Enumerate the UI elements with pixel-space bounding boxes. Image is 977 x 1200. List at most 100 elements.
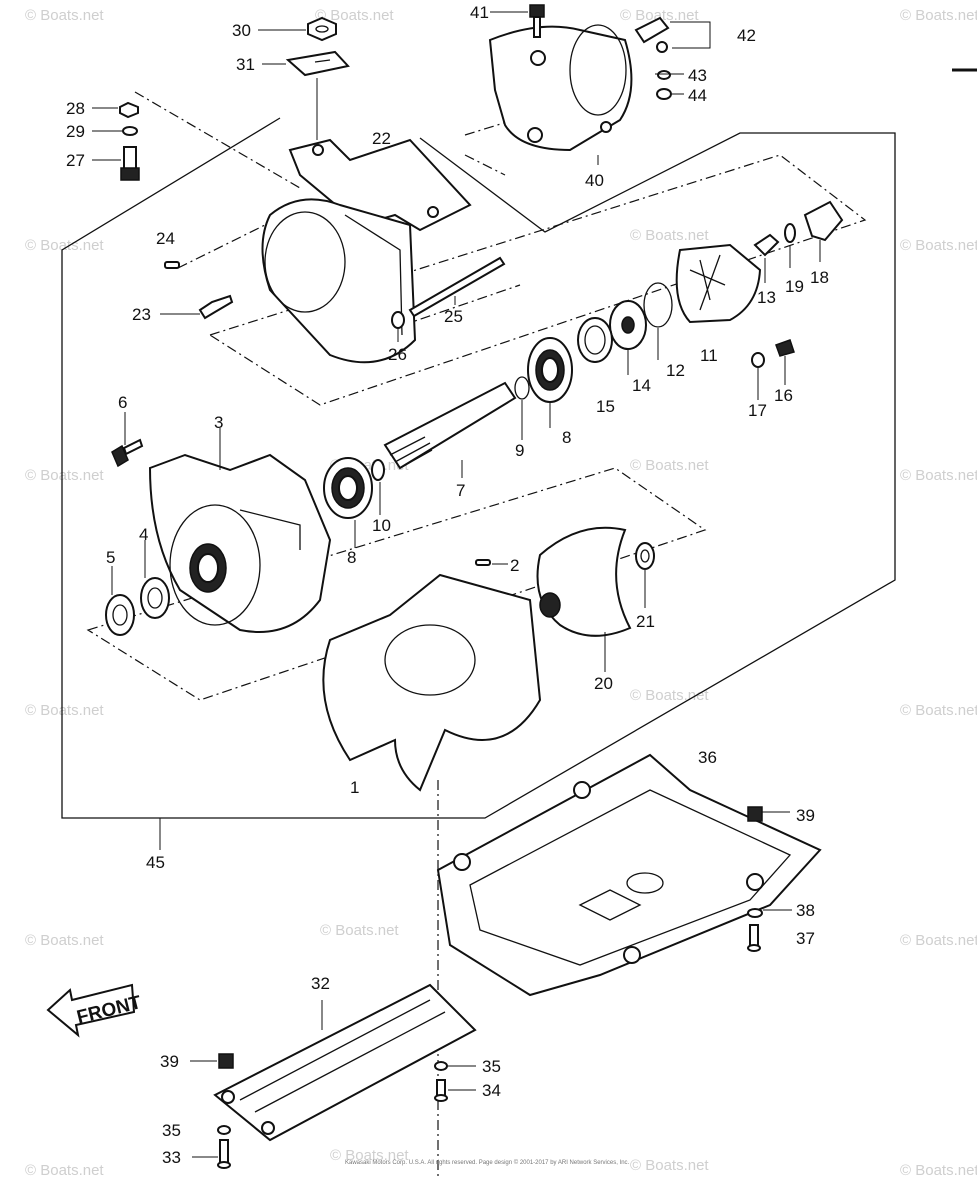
- impeller-assembly-outline: [86, 467, 707, 701]
- part-41-bolt: [529, 4, 545, 38]
- part-label-33: 33: [162, 1148, 181, 1167]
- part-label-16: 16: [774, 386, 793, 405]
- pin-leader: [177, 224, 266, 269]
- part-3-pump-housing: [148, 453, 332, 633]
- part-20-impeller: [536, 526, 632, 637]
- part-label-39-upper: 39: [796, 806, 815, 825]
- part-label-27: 27: [66, 151, 85, 170]
- part-18-cap: [803, 200, 844, 242]
- part-label-8a: 8: [562, 428, 571, 447]
- part-label-23: 23: [132, 305, 151, 324]
- watermark: © Boats.net: [630, 687, 709, 704]
- part-17-washer: [751, 352, 765, 368]
- part-26-washer: [391, 311, 405, 329]
- watermark: © Boats.net: [900, 7, 977, 24]
- bracket-leader: [134, 91, 301, 189]
- part-21-washer: [635, 542, 655, 570]
- watermark: © Boats.net: [900, 932, 977, 949]
- part-label-28: 28: [66, 99, 85, 118]
- part-9-oring: [514, 376, 530, 400]
- part-35-washer-lower: [217, 1125, 231, 1135]
- part-label-40: 40: [585, 171, 604, 190]
- part-label-15: 15: [596, 397, 615, 416]
- part-33-bolt: [217, 1139, 231, 1169]
- part-8-bearing-upper: [527, 337, 573, 403]
- part-label-6: 6: [118, 393, 127, 412]
- bracket-leader: [344, 284, 521, 346]
- group-45-boundary: [61, 117, 896, 819]
- watermark: © Boats.net: [320, 922, 399, 939]
- watermark: © Boats.net: [900, 467, 977, 484]
- watermark: © Boats.net: [25, 1162, 104, 1179]
- part-label-12: 12: [666, 361, 685, 380]
- part-label-35-upper: 35: [482, 1057, 501, 1076]
- part-label-41: 41: [470, 3, 489, 22]
- part-6-bolt: [111, 438, 144, 468]
- part-label-8b: 8: [347, 548, 356, 567]
- part-27-bolt: [120, 146, 140, 181]
- part-label-35-lower: 35: [162, 1121, 181, 1140]
- part-label-2: 2: [510, 556, 519, 575]
- part-44-washer: [656, 88, 672, 100]
- watermark: © Boats.net: [900, 1162, 977, 1179]
- nozzle-assembly-outline: [208, 154, 867, 406]
- part-label-24: 24: [156, 229, 175, 248]
- part-23-fitting: [198, 294, 234, 320]
- watermark: © Boats.net: [900, 702, 977, 719]
- part-label-25: 25: [444, 307, 463, 326]
- part-11-nozzle: [675, 243, 762, 324]
- watermark: © Boats.net: [25, 7, 104, 24]
- watermark: © Boats.net: [25, 467, 104, 484]
- part-7-shaft: [383, 381, 517, 470]
- part-16-bolt: [775, 339, 795, 357]
- part-label-30: 30: [232, 21, 251, 40]
- part-label-1: 1: [350, 778, 359, 797]
- part-4-seal: [140, 577, 170, 619]
- watermark: © Boats.net: [630, 457, 709, 474]
- part-1-liner: [322, 573, 542, 792]
- part-label-20: 20: [594, 674, 613, 693]
- part-labels: 30 31 28 29 27 22 24 23 25 26 41 42 43 4…: [66, 3, 829, 1167]
- part-label-13: 13: [757, 288, 776, 307]
- part-label-36: 36: [698, 748, 717, 767]
- watermark: © Boats.net: [25, 702, 104, 719]
- watermark: © Boats.net: [315, 7, 394, 24]
- part-label-17: 17: [748, 401, 767, 420]
- part-12-oring: [643, 282, 673, 328]
- part-label-32: 32: [311, 974, 330, 993]
- watermark: © Boats.net: [620, 7, 699, 24]
- leader-lines: [92, 11, 821, 1158]
- part-38-washer: [747, 908, 763, 918]
- part-24-pin: [164, 261, 180, 269]
- part-39-plug-lower: [218, 1053, 234, 1069]
- part-43-washer: [657, 70, 671, 80]
- part-label-11: 11: [700, 346, 718, 365]
- part-29-washer: [122, 126, 138, 136]
- part-32-plate: [213, 983, 477, 1142]
- part-label-3: 3: [214, 413, 223, 432]
- part-10-collar: [371, 459, 385, 481]
- part-label-39-lower: 39: [160, 1052, 179, 1071]
- part-label-37: 37: [796, 929, 815, 948]
- part-25-stud: [408, 256, 506, 318]
- part-label-31: 31: [236, 55, 255, 74]
- part-14-seal: [609, 300, 647, 350]
- part-label-7: 7: [456, 481, 465, 500]
- part-42-fitting: [634, 16, 670, 53]
- part-label-26: 26: [388, 345, 407, 364]
- part-label-9: 9: [515, 441, 524, 460]
- watermark: © Boats.net: [25, 932, 104, 949]
- part-2-key: [475, 559, 491, 566]
- part-label-5: 5: [106, 548, 115, 567]
- part-label-10: 10: [372, 516, 391, 535]
- part-22-bracket: [261, 138, 472, 364]
- watermark: © Boats.net: [630, 227, 709, 244]
- watermark: © Boats.net: [630, 1157, 709, 1174]
- watermark: © Boats.net: [25, 237, 104, 254]
- part-label-34: 34: [482, 1081, 501, 1100]
- part-label-22: 22: [372, 129, 391, 148]
- part-34-bolt: [434, 1079, 448, 1102]
- part-5-seal: [105, 594, 135, 636]
- part-28-nut: [119, 101, 139, 119]
- part-label-21: 21: [636, 612, 655, 631]
